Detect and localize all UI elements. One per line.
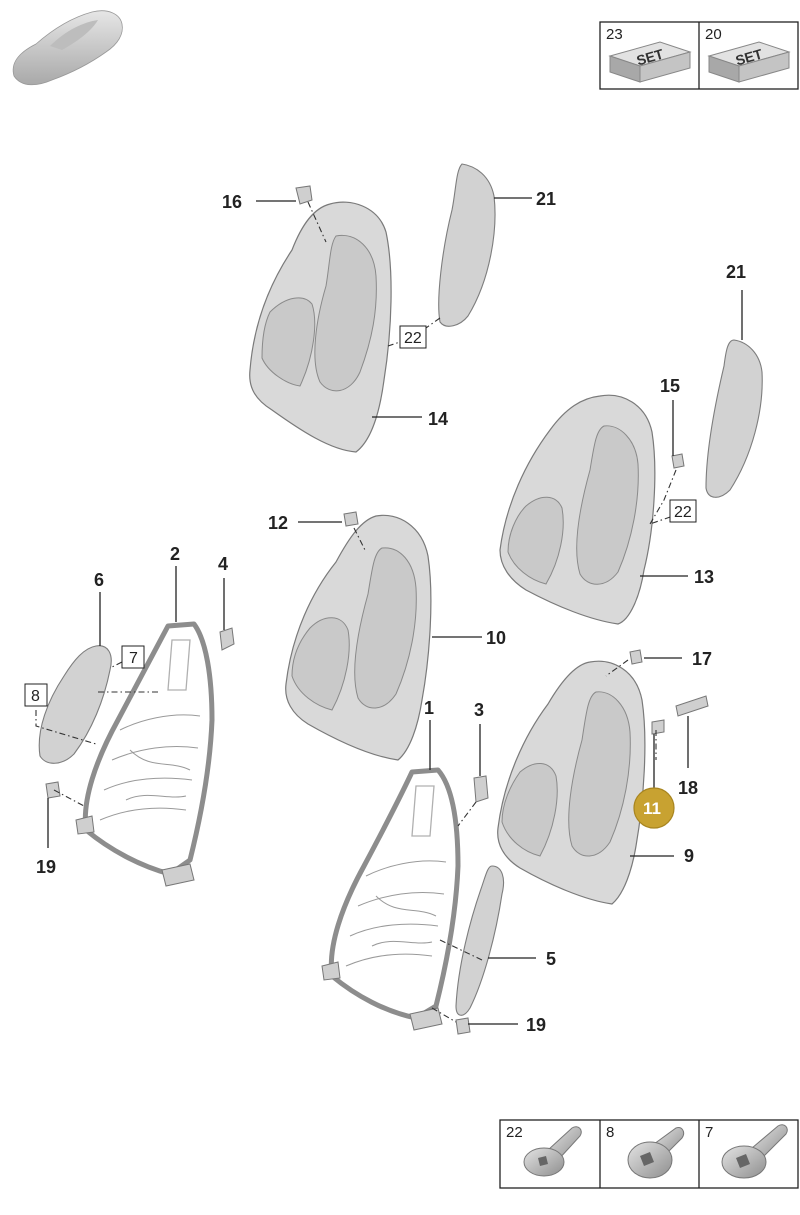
part-21-upper-trim[interactable] — [438, 163, 496, 327]
callout-4[interactable]: 4 — [218, 554, 228, 574]
callout-2[interactable]: 2 — [170, 544, 180, 564]
callout-14[interactable]: 14 — [428, 409, 448, 429]
set-box-icon: SET — [707, 41, 791, 83]
screw-legend-7[interactable]: 7 — [705, 1124, 788, 1179]
highlight-badge — [633, 787, 675, 829]
callout-18[interactable]: 18 — [678, 778, 698, 798]
legend-number: 8 — [606, 1124, 614, 1141]
callout-17[interactable]: 17 — [692, 649, 712, 669]
set-label: SET — [635, 46, 666, 69]
callout-12[interactable]: 12 — [268, 513, 288, 533]
part-6-side-pad[interactable] — [38, 645, 112, 764]
callout-21-upper[interactable]: 21 — [536, 189, 556, 209]
callout-1[interactable]: 1 — [424, 698, 434, 718]
legend-number: 20 — [705, 26, 722, 43]
screw-legend-8[interactable]: 8 — [606, 1124, 685, 1179]
part-12-clip[interactable] — [343, 511, 359, 527]
callout-21-lower[interactable]: 21 — [726, 262, 746, 282]
part-3-bracket[interactable] — [473, 775, 489, 803]
part-19-middle-clip[interactable] — [455, 1017, 471, 1035]
part-2-seat-frame[interactable] — [75, 621, 215, 887]
car-silhouette-icon — [12, 10, 123, 86]
part-13-backrest-shell[interactable] — [499, 394, 656, 625]
boxed-ref-label: 8 — [31, 688, 40, 705]
set-legend-23[interactable]: 23 SET — [606, 26, 692, 83]
callout-19-left[interactable]: 19 — [36, 857, 56, 877]
set-box-icon: SET — [608, 41, 692, 83]
screw-legend: 22 8 7 — [499, 1119, 799, 1189]
part-18-trim-strip[interactable] — [651, 695, 709, 735]
boxed-references: 22 22 7 8 — [24, 325, 697, 707]
legend-number: 23 — [606, 26, 623, 43]
callout-13[interactable]: 13 — [694, 567, 714, 587]
set-label: SET — [734, 46, 765, 69]
set-legend-20[interactable]: 20 SET — [705, 26, 791, 83]
callout-5[interactable]: 5 — [546, 949, 556, 969]
part-17-clip[interactable] — [629, 649, 643, 665]
screw-legend-22[interactable]: 22 — [506, 1124, 582, 1177]
set-legend: 23 SET 20 SET — [599, 21, 799, 90]
round-head-screw-icon — [627, 1127, 685, 1179]
torx-flange-screw-icon — [523, 1126, 582, 1177]
callout-15[interactable]: 15 — [660, 376, 680, 396]
part-14-backrest-shell[interactable] — [249, 201, 392, 453]
boxed-ref-8[interactable]: 8 — [24, 683, 48, 707]
part-21-lower-trim[interactable] — [705, 339, 763, 498]
part-9-backrest-shell[interactable] — [497, 660, 646, 905]
callout-10[interactable]: 10 — [486, 628, 506, 648]
part-5-side-pad[interactable] — [455, 865, 505, 1016]
legend-number: 22 — [506, 1124, 523, 1141]
boxed-ref-label: 22 — [404, 330, 422, 347]
callout-6[interactable]: 6 — [94, 570, 104, 590]
boxed-ref-22-upper[interactable]: 22 — [399, 325, 427, 349]
boxed-ref-label: 22 — [674, 504, 692, 521]
torx-pan-screw-icon — [721, 1124, 788, 1179]
part-16-clip[interactable] — [295, 185, 313, 205]
callout-19-middle[interactable]: 19 — [526, 1015, 546, 1035]
boxed-ref-label: 7 — [129, 650, 138, 667]
highlighted-part-11[interactable]: 11 — [633, 787, 675, 829]
legend-number: 7 — [705, 1124, 713, 1141]
callout-16[interactable]: 16 — [222, 192, 242, 212]
part-10-backrest-shell[interactable] — [285, 514, 432, 761]
boxed-ref-22-lower[interactable]: 22 — [669, 499, 697, 523]
part-19-left-clip[interactable] — [45, 781, 61, 799]
highlight-label: 11 — [643, 799, 661, 818]
part-15-clip[interactable] — [671, 453, 685, 469]
callout-9[interactable]: 9 — [684, 846, 694, 866]
callout-3[interactable]: 3 — [474, 700, 484, 720]
boxed-ref-7[interactable]: 7 — [121, 645, 145, 669]
part-1-seat-frame[interactable] — [321, 767, 461, 1031]
callout-labels: 16 21 21 14 15 13 12 10 2 4 6 19 1 3 5 1… — [36, 189, 746, 1035]
part-4-bracket[interactable] — [219, 627, 235, 651]
leader-lines — [47, 197, 743, 1025]
